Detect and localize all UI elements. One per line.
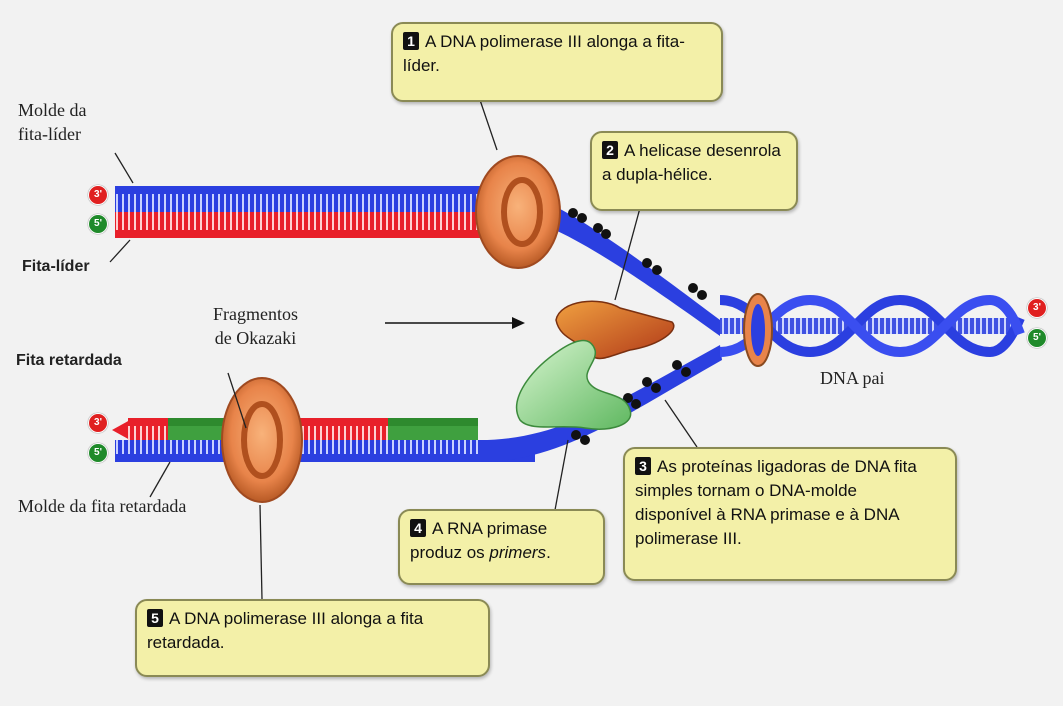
callout-5-line1: A DNA polimerase III alonga a fita <box>169 609 424 628</box>
callout-1: 1 A DNA polimerase III alonga a fita- líd… <box>391 22 723 102</box>
callout-4-emph: primers <box>489 543 547 562</box>
callout-3: 3 As proteínas ligadoras de DNA fita simp… <box>623 447 957 581</box>
end-5prime-top: 5' <box>88 214 108 234</box>
callout-3-line3: disponível à RNA primase e à DNA <box>635 505 900 524</box>
end-5prime-right: 5' <box>1027 328 1047 348</box>
helicase-ring <box>743 293 773 367</box>
callout-3-line2: simples tornam o DNA-molde <box>635 481 858 500</box>
leader-lines <box>109 99 698 600</box>
lagging-template-strand <box>115 345 722 462</box>
callout-number-3: 3 <box>635 457 651 475</box>
callout-2-line1: A helicase desenrola <box>624 141 781 160</box>
label-molde-retardada: Molde da fita retardada <box>18 496 187 516</box>
ssb-proteins <box>568 208 707 445</box>
callout-4-line2: produz os <box>410 543 490 562</box>
callout-5-line2: retardada. <box>147 633 225 652</box>
end-3prime-bottom: 3' <box>88 413 108 433</box>
label-fragmentos-line1: Fragmentos <box>213 304 298 324</box>
end-3prime-top: 3' <box>88 185 108 205</box>
dna-polymerase-leading <box>475 155 561 269</box>
label-fragmentos-line2: de Okazaki <box>214 328 297 348</box>
callout-number-1: 1 <box>403 32 419 50</box>
label-molde-lider-line1: Molde da <box>18 100 87 120</box>
callout-2: 2 A helicase desenrola a dupla-hélice. <box>590 131 798 211</box>
leading-new-strand <box>115 212 495 238</box>
callout-5: 5 A DNA polimerase III alonga a fita reta… <box>135 599 490 677</box>
callout-4-line1: A RNA primase <box>432 519 548 538</box>
label-molde-lider: Molde da fita-líder <box>18 98 86 146</box>
dna-polymerase-lagging <box>221 377 303 503</box>
end-3prime-right: 3' <box>1027 298 1047 318</box>
label-molde-lider-line2: fita-líder <box>18 124 81 144</box>
parent-dna-helix <box>719 294 1025 358</box>
callout-3-line1: As proteínas ligadoras de DNA fita <box>657 457 917 476</box>
callout-2-line2: a dupla-hélice. <box>602 165 713 184</box>
callout-number-2: 2 <box>602 141 618 159</box>
callout-4: 4 A RNA primase produz os primers. <box>398 509 605 585</box>
callout-3-line4: polimerase III. <box>635 529 742 548</box>
rna-primase <box>515 339 632 430</box>
callout-number-5: 5 <box>147 609 163 627</box>
end-5prime-bottom: 5' <box>88 443 108 463</box>
label-fragmentos-okazaki: Fragmentos de Okazaki <box>213 302 298 350</box>
label-fita-retardada: Fita retardada <box>16 352 122 369</box>
callout-number-4: 4 <box>410 519 426 537</box>
fork-direction-arrow <box>385 317 525 329</box>
label-dna-pai: DNA pai <box>820 368 885 388</box>
label-fita-lider: Fita-líder <box>22 258 90 275</box>
callout-1-line2: líder. <box>403 56 440 75</box>
callout-4-end: . <box>546 543 551 562</box>
callout-1-line1: A DNA polimerase III alonga a fita- <box>425 32 685 51</box>
